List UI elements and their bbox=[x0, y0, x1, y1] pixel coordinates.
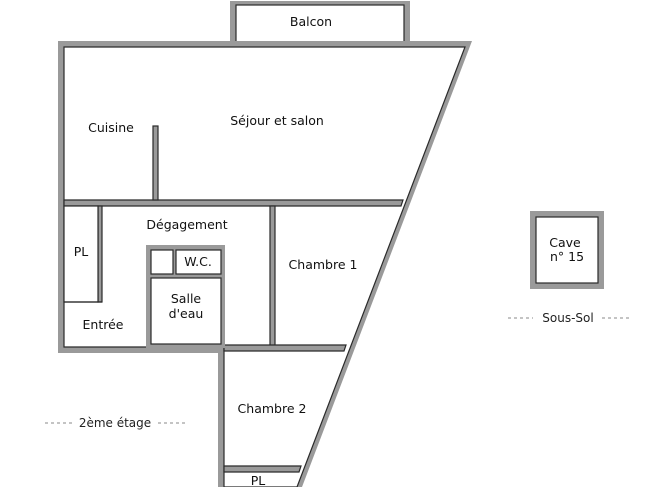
balcony bbox=[230, 1, 410, 45]
room-label-degagement: Dégagement bbox=[146, 217, 227, 232]
room-label-salle-line2: d'eau bbox=[169, 306, 204, 321]
room-label-balcon: Balcon bbox=[290, 14, 332, 29]
room-label-cuisine: Cuisine bbox=[88, 120, 134, 135]
cave-box bbox=[530, 211, 604, 289]
room-label-cave-line1: Cave bbox=[549, 235, 581, 250]
closet-left bbox=[63, 205, 99, 303]
room-label-chambre1: Chambre 1 bbox=[289, 257, 358, 272]
basement-caption: Sous-Sol bbox=[542, 311, 593, 325]
room-label-chambre2: Chambre 2 bbox=[238, 401, 307, 416]
room-label-pl-bottom: PL bbox=[251, 473, 266, 487]
apartment-outer-wall bbox=[58, 41, 472, 487]
floor-caption: 2ème étage bbox=[79, 416, 151, 430]
room-label-cave-line2: n° 15 bbox=[550, 249, 584, 264]
bathroom-block bbox=[146, 245, 225, 348]
room-label-wc: W.C. bbox=[184, 254, 212, 269]
room-label-salle-line1: Salle bbox=[171, 291, 202, 306]
room-label-entree: Entrée bbox=[83, 317, 124, 332]
room-label-pl-left: PL bbox=[74, 244, 89, 259]
interior-walls bbox=[63, 125, 404, 473]
room-label-sejour: Séjour et salon bbox=[230, 113, 324, 128]
